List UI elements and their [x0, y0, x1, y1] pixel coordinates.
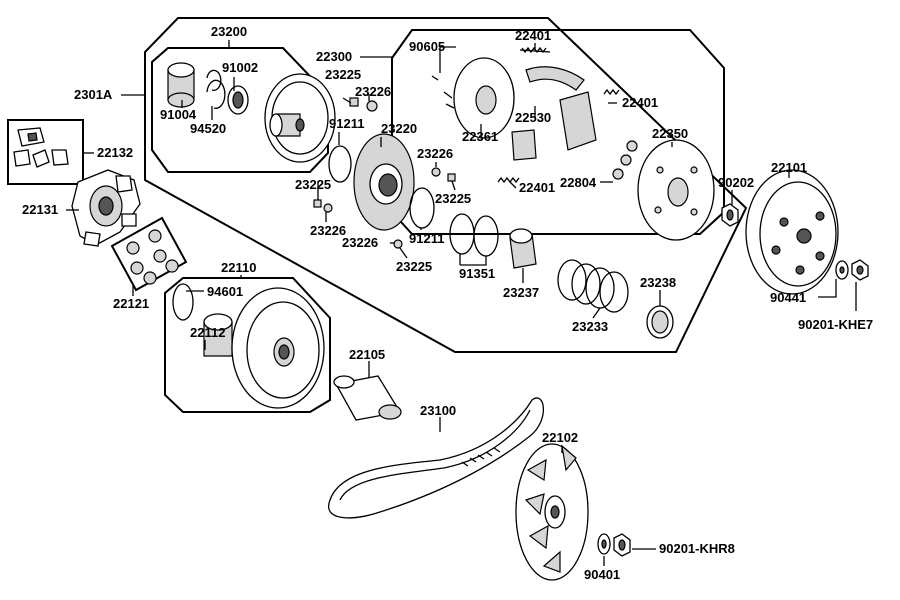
label-91211-upper: 91211 [329, 116, 364, 131]
spacer-23226-b [431, 167, 441, 177]
clip-90605 [431, 75, 455, 109]
label-91351: 91351 [459, 266, 495, 281]
label-90201-KHR8: 90201-KHR8 [659, 541, 735, 556]
label-22110: 22110 [221, 260, 256, 275]
nut-90202 [721, 203, 739, 227]
label-23237: 23237 [503, 285, 539, 300]
circlip-94520 [206, 79, 226, 109]
label-90401: 90401 [584, 567, 620, 582]
part-labels: 23200 91002 91004 94520 2301A 22132 2213… [22, 24, 873, 582]
plate-22361 [453, 57, 515, 139]
pin-23225-c [313, 199, 322, 208]
drive-belt-23100 [328, 397, 544, 519]
label-22401-bottom: 22401 [519, 180, 555, 195]
assembly-22132-boundary [7, 119, 84, 185]
pin-23225-b [447, 173, 456, 182]
spacer-23226-d [393, 239, 403, 249]
fixed-drive-face-22102 [515, 443, 589, 581]
label-2301A: 2301A [74, 87, 113, 102]
nut-90201-KHE7 [851, 259, 869, 281]
circlip-91002-upper [206, 69, 222, 91]
clutch-plate-22350 [637, 139, 715, 241]
assembly-2301A-boundary [144, 17, 748, 353]
label-22350: 22350 [652, 126, 688, 141]
spring-22401-top [519, 46, 551, 54]
label-91002: 91002 [222, 60, 258, 75]
label-90202: 90202 [718, 175, 754, 190]
label-23226-c: 23226 [310, 223, 346, 238]
spring-22401-bottom [497, 176, 520, 184]
label-23100: 23100 [420, 403, 456, 418]
label-22401-top: 22401 [515, 28, 551, 43]
label-23225-upper: 23225 [325, 67, 361, 82]
pulley-23200 [264, 73, 336, 163]
label-90441: 90441 [770, 290, 806, 305]
label-23225-c: 23225 [295, 177, 331, 192]
label-22105: 22105 [349, 347, 385, 362]
oring-94601 [172, 283, 194, 321]
label-22112: 22112 [190, 325, 225, 340]
bearing-91002 [227, 85, 249, 115]
collar-22105 [333, 375, 402, 421]
label-23226-b: 23226 [417, 146, 453, 161]
assembly-22110-boundary [164, 277, 331, 413]
label-22401-right: 22401 [622, 95, 658, 110]
nut-90201-KHR8 [613, 533, 631, 557]
label-22101: 22101 [771, 160, 807, 175]
spacer-23226-upper [366, 100, 378, 112]
label-22131: 22131 [22, 202, 58, 217]
label-23226-upper: 23226 [355, 84, 391, 99]
label-22102: 22102 [542, 430, 578, 445]
sleeve-91004 [167, 62, 195, 108]
clutch-shoe-22530 [511, 66, 597, 161]
oring-91211-upper [328, 145, 352, 183]
spring-23233 [557, 259, 629, 313]
label-22361: 22361 [462, 129, 498, 144]
label-23200: 23200 [211, 24, 247, 39]
label-23225-d: 23225 [396, 259, 432, 274]
spacer-23226-c [323, 203, 333, 213]
label-22300: 22300 [316, 49, 352, 64]
label-23233: 23233 [572, 319, 608, 334]
oring-91211-lower [409, 187, 435, 229]
label-23226-d: 23226 [342, 235, 378, 250]
collar-23237 [509, 228, 537, 269]
assembly-22300-boundary [391, 29, 725, 235]
label-23238: 23238 [640, 275, 676, 290]
label-22132: 22132 [97, 145, 133, 160]
clutch-bell-22101 [745, 169, 839, 295]
assembly-23200-boundary [151, 47, 329, 173]
label-22804: 22804 [560, 175, 597, 190]
spring-22401-right [603, 88, 620, 96]
rollers-22121 [110, 216, 188, 292]
spring-seat-23238 [646, 305, 674, 339]
movable-drive-face-22110 [231, 287, 325, 409]
label-94601: 94601 [207, 284, 243, 299]
label-23220: 23220 [381, 121, 417, 136]
label-22530: 22530 [515, 110, 551, 125]
label-94520: 94520 [190, 121, 226, 136]
leader-lines [66, 40, 857, 566]
label-22121: 22121 [113, 296, 149, 311]
driven-face-23220 [353, 133, 415, 231]
ramp-plate-22131 [71, 169, 141, 247]
label-90605: 90605 [409, 39, 445, 54]
washer-90441 [835, 260, 849, 280]
label-91004: 91004 [160, 107, 197, 122]
slider-pieces-22132 [13, 127, 69, 168]
label-23225-b: 23225 [435, 191, 471, 206]
label-90201-KHE7: 90201-KHE7 [798, 317, 873, 332]
label-91211-lower: 91211 [409, 231, 444, 246]
washer-90401 [597, 533, 611, 555]
pin-23225-upper [349, 97, 359, 107]
dampers-22804 [612, 140, 638, 180]
